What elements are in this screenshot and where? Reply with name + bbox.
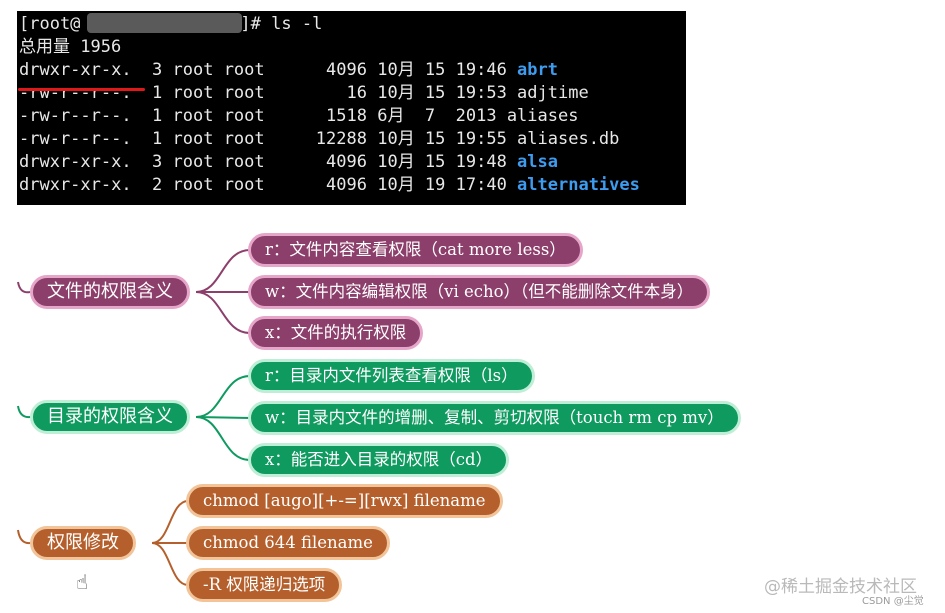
- connector-left-2: [17, 405, 31, 419]
- redacted-hostname: [87, 13, 242, 33]
- watermark-main: @稀土掘金技术社区: [764, 577, 917, 597]
- watermark-sub: CSDN @尘觉: [862, 596, 924, 607]
- connector-2-2: [195, 416, 251, 419]
- connector-2-1: [195, 375, 251, 418]
- node-dir-w: w：目录内文件的增删、复制、剪切权限（touch rm cp mv）: [248, 401, 741, 435]
- connector-2-3: [195, 416, 251, 461]
- connector-1-3: [195, 291, 251, 334]
- terminal-filename: aliases: [506, 106, 579, 126]
- node-dir-r: r：目录内文件列表查看权限（ls）: [248, 359, 535, 393]
- connector-3-3: [151, 542, 189, 586]
- node-dir-x: x：能否进入目录的权限（cd）: [248, 443, 510, 477]
- terminal-row: drwxr-xr-x. 3 root root 4096 10月 15 19:4…: [19, 151, 558, 174]
- terminal-filename: aliases.db: [517, 129, 620, 149]
- connector-left-3: [17, 529, 31, 545]
- node-permission-change: 权限修改: [30, 526, 136, 560]
- node-file-r: r：文件内容查看权限（cat more less）: [248, 233, 583, 267]
- node-file-permissions: 文件的权限含义: [30, 275, 190, 309]
- node-file-w: w：文件内容编辑权限（vi echo）（但不能删除文件本身）: [248, 275, 711, 309]
- terminal-filename: alternatives: [517, 175, 640, 195]
- connector-1-1: [195, 249, 251, 293]
- terminal-row: -rw-r--r--. 1 root root 1518 6月 7 2013 a…: [19, 105, 578, 128]
- hand-cursor-icon: ☝: [76, 570, 89, 594]
- terminal-row: -rw-r--r--. 1 root root 12288 10月 15 19:…: [19, 128, 619, 151]
- node-chmod-numeric: chmod 644 filename: [186, 526, 390, 560]
- terminal-row-info: -rw-r--r--. 1 root root 12288 10月 15 19:…: [19, 129, 518, 149]
- connector-3-1: [151, 500, 189, 544]
- terminal-row: drwxr-xr-x. 3 root root 4096 10月 15 19:4…: [19, 59, 558, 82]
- connector-left-1: [17, 281, 31, 294]
- terminal-row-info: drwxr-xr-x. 2 root root 4096 10月 19 17:4…: [19, 175, 518, 195]
- terminal-row-info: drwxr-xr-x. 3 root root 4096 10月 15 19:4…: [19, 60, 518, 80]
- terminal-total-line: 总用量 1956: [19, 37, 122, 57]
- node-dir-permissions: 目录的权限含义: [30, 400, 190, 434]
- node-chmod-symbolic: chmod [augo][+-=][rwx] filename: [186, 484, 503, 518]
- red-underline-mark: [18, 88, 145, 91]
- terminal-row-info: -rw-r--r--. 1 root root 1518 6月 7 2013: [19, 106, 507, 126]
- terminal-row: drwxr-xr-x. 2 root root 4096 10月 19 17:4…: [19, 174, 640, 197]
- terminal-filename: alsa: [517, 152, 558, 172]
- terminal-window: [root@]# ls -l 总用量 1956 drwxr-xr-x. 3 ro…: [17, 11, 686, 205]
- terminal-filename: abrt: [517, 60, 558, 80]
- terminal-prompt-line: [root@]# ls -l: [19, 14, 323, 34]
- node-recursive-option: -R 权限递归选项: [186, 568, 343, 602]
- terminal-row-info: drwxr-xr-x. 3 root root 4096 10月 15 19:4…: [19, 152, 518, 172]
- terminal-filename: adjtime: [517, 83, 589, 103]
- node-file-x: x：文件的执行权限: [248, 316, 424, 350]
